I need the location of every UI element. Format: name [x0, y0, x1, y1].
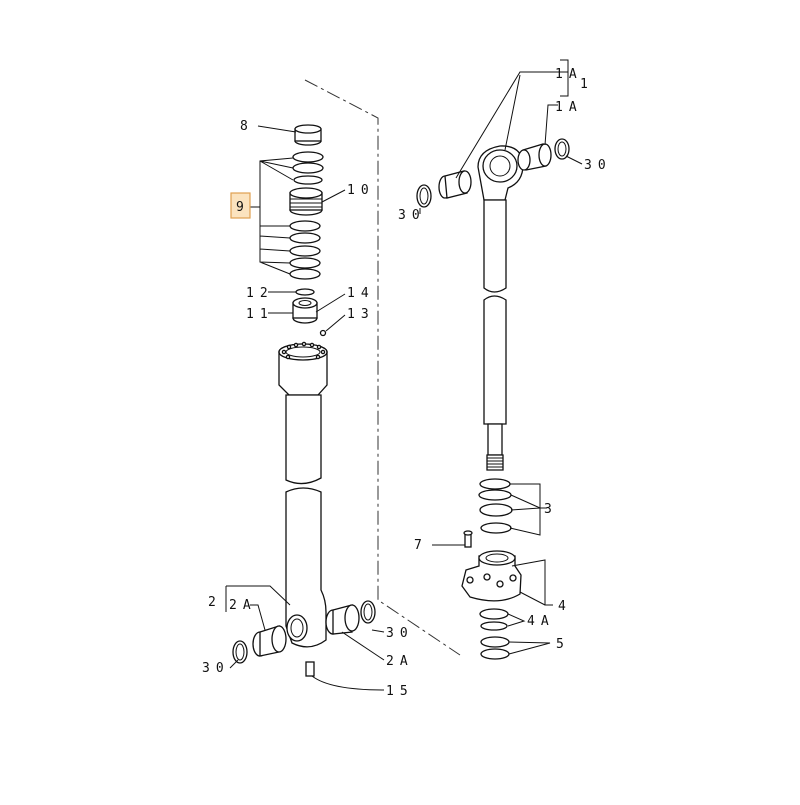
callout-labels: 8 9 10 12 14 11 13 2 2A 30 30 2A 15 1A 1…: [202, 67, 612, 699]
callout-2A-bottom[interactable]: 2A: [386, 654, 414, 669]
part-7-screw[interactable]: [463, 530, 473, 548]
part-1-piston-rod[interactable]: [477, 145, 524, 471]
part-4-gland[interactable]: [461, 550, 522, 602]
callout-11[interactable]: 11: [246, 307, 274, 322]
callout-4A[interactable]: 4A: [527, 614, 555, 629]
callout-1A-mid[interactable]: 1A: [555, 100, 583, 115]
callout-30-top-right[interactable]: 30: [584, 158, 612, 173]
callout-13[interactable]: 13: [347, 307, 375, 322]
callout-1[interactable]: 1: [580, 77, 594, 92]
callout-4[interactable]: 4: [558, 599, 572, 614]
part-9-ring-h[interactable]: [289, 268, 321, 280]
part-1A-bushing-right[interactable]: [517, 143, 552, 171]
callout-30-bottom-left[interactable]: 30: [202, 661, 230, 676]
part-4A-wear-ring-2[interactable]: [480, 621, 508, 631]
part-2A-bushing-left[interactable]: [252, 625, 287, 657]
part-30-ring-right[interactable]: [360, 600, 376, 624]
part-5-seal-ring-a[interactable]: [480, 636, 510, 648]
callout-12[interactable]: 12: [246, 286, 274, 301]
part-5-seal-ring-b[interactable]: [480, 648, 510, 660]
part-13-set-screw[interactable]: [319, 329, 327, 337]
part-11-nut[interactable]: [292, 297, 318, 324]
part-9-ring-f[interactable]: [289, 245, 321, 257]
callout-9[interactable]: 9: [236, 200, 250, 215]
callout-2[interactable]: 2: [208, 595, 222, 610]
callout-2A-top[interactable]: 2A: [229, 598, 257, 613]
callout-8[interactable]: 8: [240, 119, 254, 134]
piston-seal-stack: [289, 124, 327, 337]
part-4A-wear-ring[interactable]: [479, 608, 509, 620]
callout-3[interactable]: 3: [544, 502, 558, 517]
part-9-ring-g[interactable]: [289, 257, 321, 269]
part-9-ring-b[interactable]: [292, 162, 324, 174]
part-30-ring-top-right[interactable]: [554, 138, 570, 160]
rod-thread: [486, 454, 504, 471]
part-9-ring-e[interactable]: [289, 232, 321, 244]
part-2-cylinder-barrel[interactable]: [278, 341, 328, 677]
part-12-o-ring[interactable]: [295, 288, 315, 296]
part-2A-bushing-right[interactable]: [325, 604, 360, 635]
callout-5[interactable]: 5: [556, 637, 570, 652]
callout-14[interactable]: 14: [347, 286, 375, 301]
callout-9-highlight: [230, 192, 251, 219]
part-9-ring-a[interactable]: [292, 151, 324, 163]
part-30-ring-top-left[interactable]: [416, 184, 432, 208]
part-1A-bushing-left[interactable]: [438, 170, 472, 199]
assembly-boundary: [304, 79, 461, 656]
part-9-ring-d[interactable]: [289, 220, 321, 232]
callout-15[interactable]: 15: [386, 684, 414, 699]
part-9-ring-c[interactable]: [293, 175, 323, 185]
part-10-piston[interactable]: [289, 187, 323, 216]
part-3-rod-seals[interactable]: [478, 478, 513, 534]
callout-10[interactable]: 10: [347, 183, 375, 198]
callout-7[interactable]: 7: [414, 538, 428, 553]
part-8-bushing[interactable]: [294, 124, 322, 146]
part-15-grease-fitting[interactable]: [305, 661, 315, 677]
callout-30-top-left[interactable]: 30: [398, 208, 426, 223]
part-30-ring-left[interactable]: [232, 640, 248, 664]
flange-bolt-holes: [281, 341, 326, 360]
callout-1A-top[interactable]: 1A: [555, 67, 583, 82]
leader-lines: [225, 59, 583, 691]
callout-30-bottom-middle[interactable]: 30: [386, 626, 414, 641]
